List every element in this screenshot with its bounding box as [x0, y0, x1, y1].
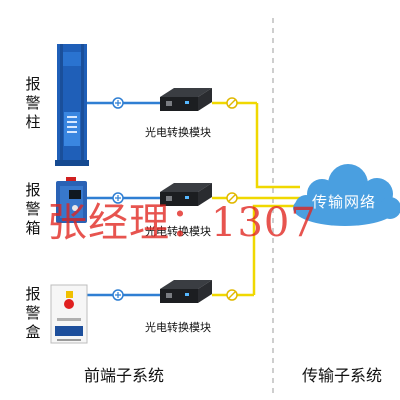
ethernet-port-icon: [112, 289, 124, 301]
label-char: 警: [25, 304, 41, 322]
alarm-plate-device: [50, 284, 88, 344]
section-title-front: 前端子系统: [84, 366, 165, 385]
ethernet-port-icon: [112, 192, 124, 204]
device-label-alarm-plate: 报 警 盒: [24, 285, 42, 342]
yellow-trunk-top: [255, 103, 300, 189]
module-label: 光电转换模块: [145, 321, 211, 334]
media-converter-module-1: [160, 88, 212, 111]
label-char: 警: [25, 94, 41, 112]
alarm-column-device: [55, 44, 89, 166]
fiber-port-icon: [226, 192, 238, 204]
label-char: 报: [25, 75, 41, 93]
alarm-box-device: [56, 177, 87, 223]
section-title-transport: 传输子系统: [302, 366, 383, 385]
label-char: 柱: [25, 113, 41, 131]
media-converter-module-3: [160, 280, 212, 303]
fiber-port-icon: [226, 97, 238, 109]
label-char: 盒: [25, 323, 41, 341]
module-label: 光电转换模块: [145, 225, 211, 238]
network-cloud-label: 传输网络: [312, 193, 377, 211]
media-converter-module-2: [160, 183, 212, 206]
contact-watermark: 张经理：1307: [47, 200, 317, 246]
label-char: 报: [25, 285, 41, 303]
label-char: 报: [25, 181, 41, 199]
device-label-alarm-column: 报 警 柱: [24, 75, 42, 132]
fiber-port-icon: [226, 289, 238, 301]
network-cloud-icon: [293, 164, 400, 226]
module-label: 光电转换模块: [145, 126, 211, 139]
label-char: 箱: [25, 219, 41, 237]
yellow-trunk-bottom: [252, 204, 300, 295]
ethernet-port-icon: [112, 97, 124, 109]
label-char: 警: [25, 200, 41, 218]
device-label-alarm-box: 报 警 箱: [24, 181, 42, 238]
